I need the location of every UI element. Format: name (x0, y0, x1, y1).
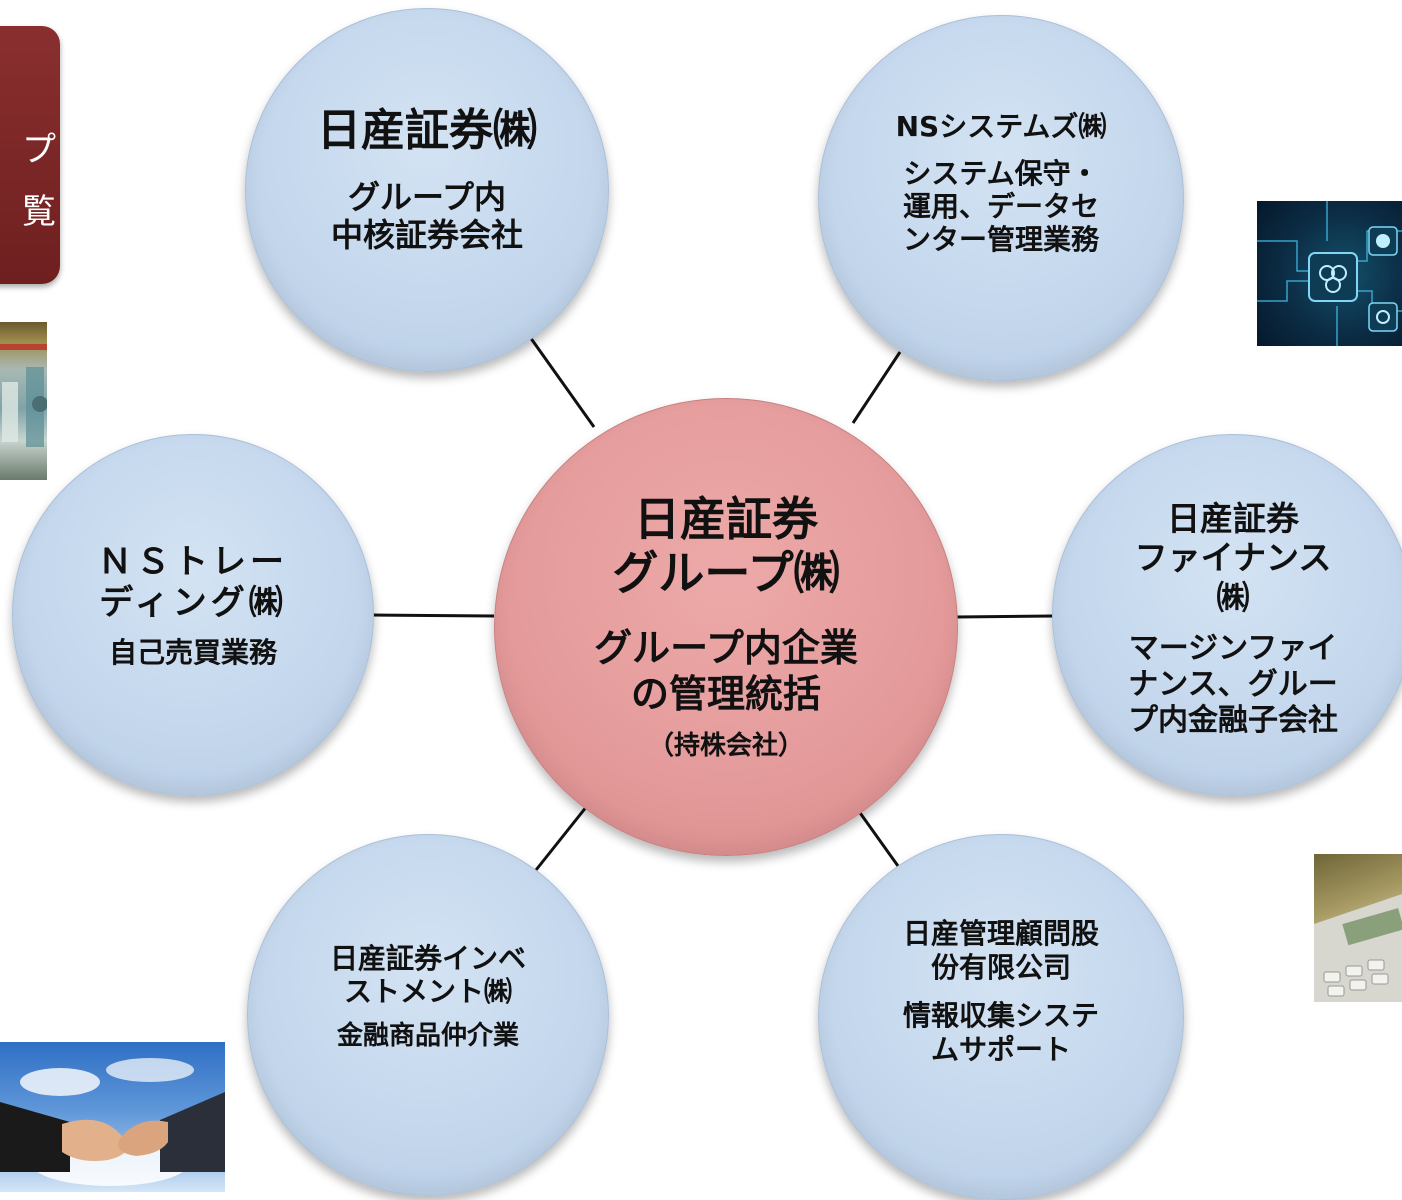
connector-left (371, 613, 495, 618)
handshake-photo (0, 1042, 225, 1192)
subsidiary-description: 金融商品仲介業 (336, 1021, 519, 1051)
subsidiary-description: 情報収集システ ムサポート (902, 999, 1099, 1067)
subsidiary-node-ns-systems: NSシステムズ㈱ システム保守・ 運用、データセ ンター管理業務 (818, 15, 1184, 381)
subsidiary-node-nissan-securities: 日産証券㈱ グループ内 中核証券会社 (245, 8, 609, 372)
subsidiary-title: NSシステムズ㈱ (895, 109, 1107, 143)
calculator-photo (1314, 854, 1402, 1002)
subsidiary-description: システム保守・ 運用、データセ ンター管理業務 (902, 157, 1099, 257)
subsidiary-title: 日産管理顧問股 份有限公司 (902, 916, 1099, 984)
subsidiary-node-nissan-investment: 日産証券インベ ストメント㈱ 金融商品仲介業 (247, 834, 609, 1196)
subsidiary-title: 日産証券インベ ストメント㈱ (329, 941, 526, 1009)
connector-top-left (528, 336, 596, 428)
subsidiary-description: マージンファイ ナンス、グルー プ内金融子会社 (1128, 631, 1338, 739)
center-node-title: 日産証券 グループ㈱ (612, 491, 840, 600)
subsidiary-title: 日産証券 ファイナンス ㈱ (1134, 498, 1332, 617)
subsidiary-node-ns-trading: ＮＳトレー ディング㈱ 自己売買業務 (12, 434, 374, 796)
connector-right (955, 614, 1054, 619)
subsidiary-node-nissan-finance: 日産証券 ファイナンス ㈱ マージンファイ ナンス、グルー プ内金融子会社 (1052, 434, 1402, 796)
side-title-line-2: 覧 (22, 192, 56, 232)
trading-floor-photo (0, 322, 47, 480)
subsidiary-title: ＮＳトレー ディング㈱ (98, 542, 288, 624)
subsidiary-description: 自己売買業務 (108, 636, 277, 669)
center-node-holding-company: 日産証券 グループ㈱ グループ内企業 の管理統括 （持株会社） (494, 398, 958, 856)
connector-top-right (851, 351, 902, 424)
connector-bottom-left (534, 805, 589, 871)
connector-bottom-right (856, 809, 900, 867)
subsidiary-node-nissan-advisory: 日産管理顧問股 份有限公司 情報収集システ ムサポート (818, 834, 1184, 1200)
subsidiary-title: 日産証券㈱ (317, 105, 537, 157)
circuit-board-photo (1257, 201, 1402, 346)
subsidiary-description: グループ内 中核証券会社 (330, 178, 523, 255)
side-title-line-1: プ (22, 130, 56, 170)
center-node-description: グループ内企業 の管理統括 (594, 626, 858, 716)
center-node-subtitle: （持株会社） (647, 731, 804, 762)
side-title-box: プ 覧 (0, 26, 60, 284)
